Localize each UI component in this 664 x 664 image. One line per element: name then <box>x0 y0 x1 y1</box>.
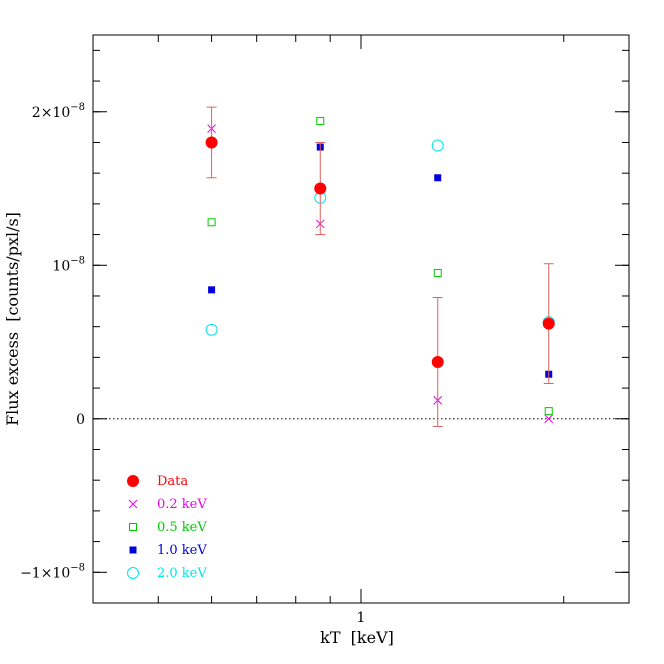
y-tick-label: 2×10−8 <box>32 102 85 121</box>
point-data <box>205 136 218 149</box>
legend-marker <box>127 567 139 579</box>
point-data <box>542 317 555 330</box>
point-2-0-kev <box>205 323 218 336</box>
point-data <box>314 182 327 195</box>
y-tick-label: −1×10−8 <box>20 562 85 581</box>
legend-label: Data <box>157 474 188 489</box>
legend-marker <box>127 475 139 487</box>
point-2-0-kev <box>431 139 444 152</box>
data-marks <box>205 106 555 427</box>
point-0-5-kev <box>544 407 553 416</box>
y-tick-label: 0 <box>76 412 85 428</box>
legend: Data 0.2 keV 0.5 keV 1.0 keV 2.0 keV <box>127 474 207 581</box>
point-0-5-kev <box>316 116 325 125</box>
point-1-0-kev <box>434 174 442 182</box>
legend-marker <box>129 523 137 531</box>
legend-marker <box>128 499 138 509</box>
y-tick-label: 10−8 <box>52 255 85 274</box>
point-data <box>431 355 444 368</box>
point-1-0-kev <box>208 286 216 294</box>
cross-stroke <box>544 414 554 424</box>
point-0-5-kev <box>433 268 442 277</box>
y-axis-label: Flux excess [counts/pxl/s] <box>3 212 22 426</box>
legend-label: 0.2 keV <box>157 497 207 512</box>
legend-marker <box>129 546 137 554</box>
point-0-5-kev <box>207 218 216 227</box>
x-axis-label: kT [keV] <box>320 628 394 647</box>
point-0-2-kev <box>544 414 554 424</box>
cross-stroke <box>128 499 138 509</box>
legend-label: 0.5 keV <box>157 520 207 535</box>
legend-label: 1.0 keV <box>157 543 207 558</box>
legend-label: 2.0 keV <box>157 566 207 581</box>
x-tick-label: 1 <box>357 610 366 626</box>
axis-ticks: 1 −1×10−8 0 10−8 2×10−8 <box>20 35 629 626</box>
